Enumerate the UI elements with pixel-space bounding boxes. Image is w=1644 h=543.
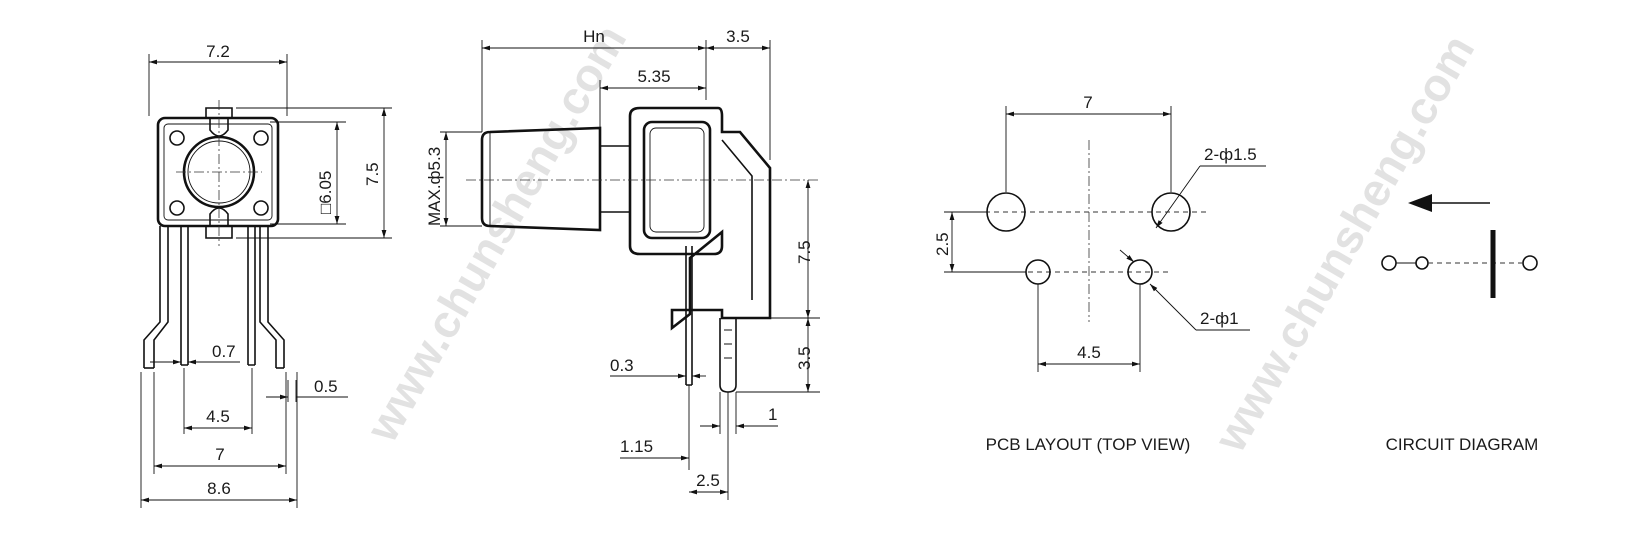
dim-pcb-small-pitch: 4.5 <box>1077 343 1101 362</box>
front-view-corner-hole <box>253 200 269 216</box>
front-view-housing <box>156 116 280 228</box>
dim-side-height-center: 7.5 <box>795 240 814 264</box>
pcb-large-hole <box>986 192 1026 232</box>
watermark-text-left: www.chunsheng.com <box>355 16 636 451</box>
label-pcb-large-hole: 2-ф1.5 <box>1204 145 1257 164</box>
dim-side-actuator-diameter: MAX.ф5.3 <box>425 147 444 226</box>
dim-side-pin-thickness: 0.3 <box>610 356 634 375</box>
dim-front-pin-thickness: 0.5 <box>314 377 338 396</box>
front-view-corner-hole <box>169 200 185 216</box>
circuit-terminal <box>1381 255 1397 271</box>
dim-front-overall-width: 8.6 <box>207 479 231 498</box>
front-view-legs <box>143 226 285 369</box>
watermark: www.chunsheng.com www.chunsheng.com <box>355 16 1484 461</box>
pcb-layout: 7 2.5 4.5 2-ф1.5 2-ф1 PCB LAYOUT (TOP VI… <box>933 93 1266 454</box>
dim-side-pin-width: 1 <box>768 405 777 424</box>
dim-side-overall-length: Hn <box>583 27 605 46</box>
circuit-terminal <box>1415 256 1429 270</box>
dim-front-inner-pitch: 4.5 <box>206 407 230 426</box>
circuit-terminal <box>1522 255 1538 271</box>
dim-side-body-depth: 3.5 <box>726 27 750 46</box>
side-view: Hn 3.5 5.35 MAX.ф5.3 7.5 3.5 0.3 1 <box>425 27 820 500</box>
circuit-diagram: CIRCUIT DIAGRAM <box>1381 194 1539 454</box>
dim-front-pin-width: 0.7 <box>212 342 236 361</box>
side-view-pin <box>719 318 737 393</box>
dim-pcb-row-spacing: 2.5 <box>933 232 952 256</box>
dim-side-pin-spacing: 2.5 <box>696 471 720 490</box>
label-pcb-small-hole: 2-ф1 <box>1200 309 1239 328</box>
front-view-housing-inner <box>163 123 273 221</box>
dim-pcb-large-pitch: 7 <box>1083 93 1092 112</box>
dim-side-pin-offset: 1.15 <box>620 437 653 456</box>
dim-side-pin-height: 3.5 <box>795 346 814 370</box>
dim-front-outer-pitch: 7 <box>215 445 224 464</box>
dim-front-width-top: 7.2 <box>206 42 230 61</box>
caption-circuit-diagram: CIRCUIT DIAGRAM <box>1386 435 1539 454</box>
watermark-text-right: www.chunsheng.com <box>1203 26 1484 461</box>
dim-front-height: 7.5 <box>363 162 382 186</box>
dim-side-stem-offset: 5.35 <box>637 67 670 86</box>
front-view-corner-hole <box>253 130 269 146</box>
front-view-corner-hole <box>169 130 185 146</box>
caption-pcb-layout: PCB LAYOUT (TOP VIEW) <box>986 435 1191 454</box>
front-view-bottom-tab <box>205 226 233 239</box>
pcb-large-hole <box>1151 192 1191 232</box>
dim-front-square: □6.05 <box>316 171 335 214</box>
side-view-housing <box>628 106 772 331</box>
front-view: 7.2 □6.05 7.5 0.7 0.5 4.5 7 <box>140 42 392 508</box>
